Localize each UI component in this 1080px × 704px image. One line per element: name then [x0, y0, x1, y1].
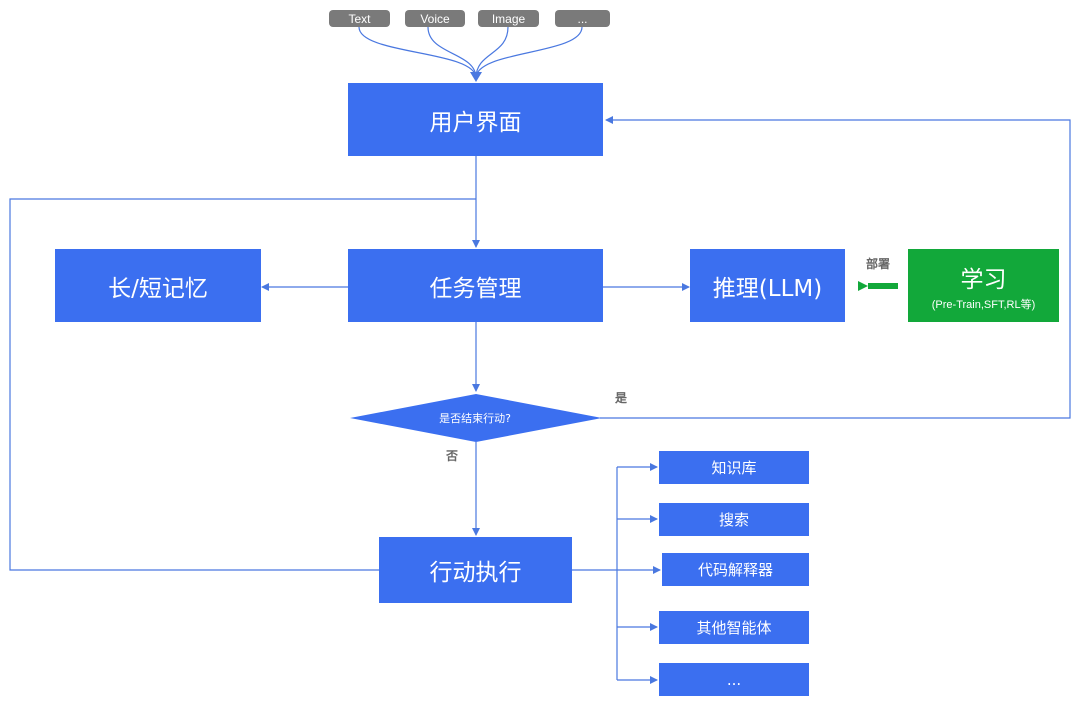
input-text: Text [329, 10, 390, 27]
label-yes: 是 [615, 391, 628, 405]
decision-diamond [350, 394, 602, 442]
tool-other-agents: 其他智能体 [659, 611, 809, 644]
input-curves [358, 26, 583, 79]
tool-knowledge-base: 知识库 [659, 451, 809, 484]
edge-action-loop [9, 198, 476, 571]
node-learning-title: 学习 [960, 266, 1007, 293]
node-learning-subtitle: (Pre-Train,SFT,RL等) [931, 298, 1036, 311]
tool-code-interpreter: 代码解释器 [662, 553, 809, 586]
node-memory-label: 长/短记忆 [108, 275, 208, 302]
decision-label: 是否结束行动? [439, 412, 511, 425]
node-user-interface-label: 用户界面 [429, 109, 522, 136]
edge-yes-loop [600, 116, 1071, 419]
node-inference: 推理(LLM) [690, 249, 845, 322]
label-deploy: 部署 [866, 257, 891, 271]
node-inference-label: 推理(LLM) [712, 275, 823, 302]
label-no: 否 [446, 449, 459, 463]
tool-search: 搜索 [659, 503, 809, 536]
tool-more-label: ... [726, 670, 742, 689]
node-user-interface: 用户界面 [348, 83, 603, 156]
input-image: Image [478, 10, 539, 27]
node-action-execution: 行动执行 [379, 537, 572, 603]
tool-search-label: 搜索 [718, 511, 749, 529]
node-memory: 长/短记忆 [55, 249, 261, 322]
tool-code-interpreter-label: 代码解释器 [697, 561, 773, 579]
node-learning: 学习 (Pre-Train,SFT,RL等) [908, 249, 1059, 322]
tool-knowledge-base-label: 知识库 [711, 459, 757, 477]
input-arrow-head [470, 72, 482, 82]
node-task-management-label: 任务管理 [429, 275, 522, 302]
input-more: ... [555, 10, 610, 27]
tool-other-agents-label: 其他智能体 [696, 619, 772, 637]
tool-more: ... [659, 663, 809, 696]
node-task-management: 任务管理 [348, 249, 603, 322]
node-action-execution-label: 行动执行 [429, 560, 522, 586]
input-voice: Voice [405, 10, 465, 27]
